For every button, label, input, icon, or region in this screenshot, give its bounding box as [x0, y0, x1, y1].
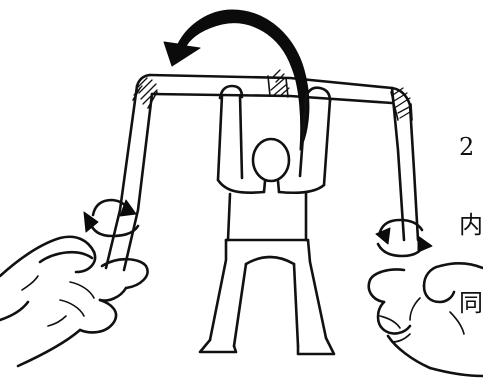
person-figure	[200, 86, 334, 354]
side-caption: 2 内 同	[459, 82, 483, 368]
left-hand	[0, 237, 148, 366]
side-caption-line-2: 内	[459, 212, 483, 238]
side-caption-line-3: 同	[459, 290, 483, 316]
swing-over-arrow	[164, 10, 309, 150]
left-corner-joint	[133, 78, 157, 108]
side-caption-line-1: 2	[459, 134, 483, 160]
left-rotation-arrow	[84, 200, 138, 236]
middle-joint	[268, 70, 289, 97]
